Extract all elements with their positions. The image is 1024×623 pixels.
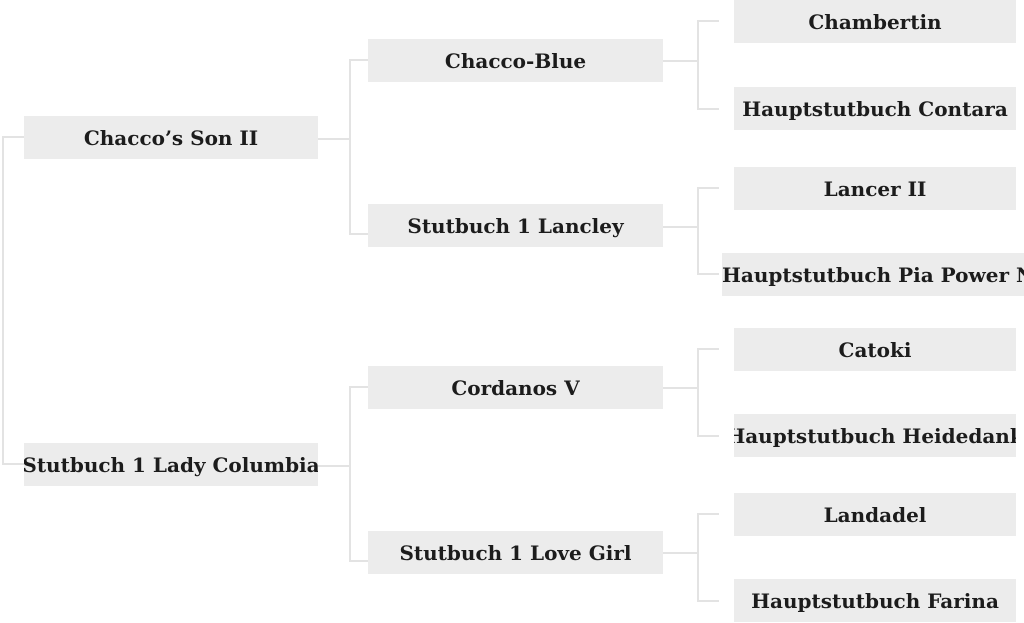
granddam-paternal-name: Stutbuch 1 Lancley — [407, 213, 624, 238]
great-grandparent-7-name: Landadel — [823, 502, 927, 527]
connector-sire-out — [318, 138, 349, 140]
great-grandparent-6-box: Hauptstutbuch Heidedank — [734, 414, 1016, 457]
connector-sd-to-sire — [697, 187, 719, 189]
grandsire-paternal-name: Chacco-Blue — [444, 48, 587, 73]
connector-ss-to-sire — [697, 20, 719, 22]
connector-ss-vertical — [697, 20, 699, 110]
connector-dam-to-sire — [349, 386, 368, 388]
parent-dam-name: Stutbuch 1 Lady Columbia — [24, 452, 318, 477]
grandsire-paternal-box: Chacco-Blue — [368, 39, 663, 82]
grandsire-maternal-box: Cordanos V — [368, 366, 663, 409]
connector-dd-out — [663, 552, 698, 554]
parent-sire-name: Chacco’s Son II — [83, 125, 259, 150]
connector-sd-out — [663, 226, 698, 228]
connector-ds-to-dam — [697, 435, 719, 437]
connector-sd-vertical — [697, 187, 699, 275]
parent-sire-box: Chacco’s Son II — [24, 116, 318, 159]
granddam-paternal-box: Stutbuch 1 Lancley — [368, 204, 663, 247]
great-grandparent-8-box: Hauptstutbuch Farina — [734, 579, 1016, 622]
connector-root-vertical — [2, 136, 4, 464]
connector-dam-out — [318, 465, 349, 467]
great-grandparent-6-name: Hauptstutbuch Heidedank — [734, 423, 1016, 448]
great-grandparent-8-name: Hauptstutbuch Farina — [751, 588, 999, 613]
great-grandparent-3-name: Lancer II — [823, 176, 927, 201]
great-grandparent-2-name: Hauptstutbuch Contara — [742, 96, 1008, 121]
connector-sire-to-sire — [349, 59, 368, 61]
great-grandparent-4-box: Hauptstutbuch Pia Power N — [722, 253, 1024, 296]
connector-sd-to-dam — [697, 273, 719, 275]
connector-dd-to-dam — [697, 600, 719, 602]
great-grandparent-7-box: Landadel — [734, 493, 1016, 536]
great-grandparent-3-box: Lancer II — [734, 167, 1016, 210]
connector-dam-vertical — [349, 386, 351, 562]
great-grandparent-1-box: Chambertin — [734, 0, 1016, 43]
great-grandparent-4-name: Hauptstutbuch Pia Power N — [722, 262, 1024, 287]
parent-dam-box: Stutbuch 1 Lady Columbia — [24, 443, 318, 486]
connector-ss-out — [663, 60, 698, 62]
granddam-maternal-box: Stutbuch 1 Love Girl — [368, 531, 663, 574]
connector-ds-vertical — [697, 348, 699, 437]
granddam-maternal-name: Stutbuch 1 Love Girl — [399, 540, 632, 565]
connector-root-to-sire — [2, 136, 24, 138]
great-grandparent-5-name: Catoki — [838, 337, 912, 362]
connector-sire-vertical — [349, 59, 351, 235]
connector-dam-to-dam — [349, 560, 368, 562]
connector-ds-out — [663, 387, 698, 389]
connector-ds-to-sire — [697, 348, 719, 350]
connector-dd-vertical — [697, 513, 699, 602]
connector-dd-to-sire — [697, 513, 719, 515]
connector-sire-to-dam — [349, 233, 368, 235]
great-grandparent-1-name: Chambertin — [808, 9, 942, 34]
great-grandparent-5-box: Catoki — [734, 328, 1016, 371]
great-grandparent-2-box: Hauptstutbuch Contara — [734, 87, 1016, 130]
connector-root-to-dam — [2, 463, 24, 465]
grandsire-maternal-name: Cordanos V — [451, 375, 580, 400]
connector-ss-to-dam — [697, 108, 719, 110]
